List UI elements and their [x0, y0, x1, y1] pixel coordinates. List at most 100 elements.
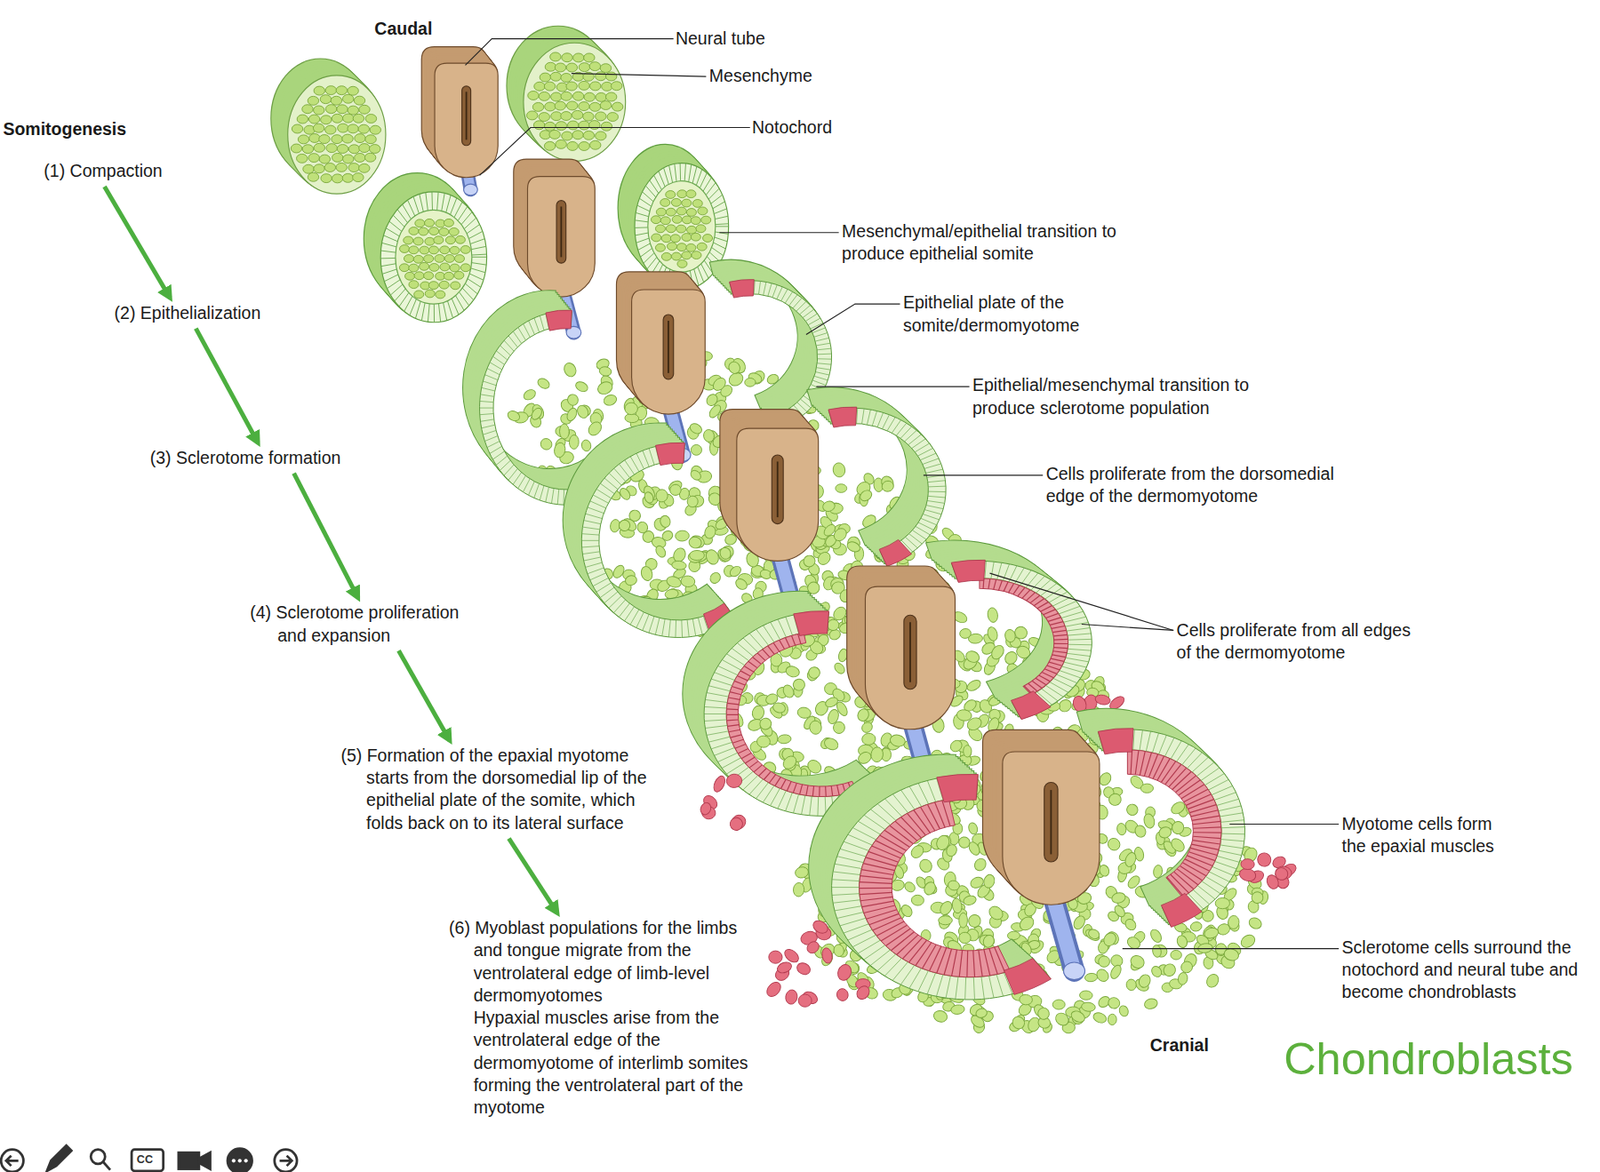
cell [320, 115, 332, 125]
cell [332, 152, 344, 162]
cell [650, 216, 661, 224]
cell [1111, 891, 1128, 905]
cell [1215, 897, 1230, 910]
cell [703, 234, 713, 243]
cell [764, 979, 784, 1000]
more-icon [244, 1159, 248, 1163]
cell [711, 774, 728, 794]
cell [921, 880, 937, 898]
cell [365, 135, 376, 144]
part-label: Mesenchyme [709, 64, 813, 88]
somite-mesenchyme [271, 59, 386, 195]
cell [544, 62, 556, 72]
cell [415, 219, 425, 228]
leader-line [571, 73, 707, 77]
cell [560, 73, 572, 83]
cell [1107, 792, 1122, 808]
cell [726, 360, 743, 376]
cell [359, 104, 370, 114]
cell [671, 198, 681, 207]
cell [1018, 994, 1032, 1007]
cell [664, 575, 682, 590]
step-text-block: (6) Myoblast populations for the limbs a… [448, 917, 768, 1008]
cell [573, 53, 584, 63]
cell [302, 104, 313, 114]
step-text-block: (1) Compaction [43, 160, 212, 183]
cell [575, 403, 591, 420]
cell [533, 120, 544, 130]
cell [816, 550, 833, 568]
cell [337, 123, 349, 133]
neural-canal [556, 200, 567, 264]
neural-canal [771, 455, 784, 525]
cell [697, 207, 708, 216]
step-arrow [399, 650, 450, 741]
neural-canal-lumen [909, 622, 912, 682]
cell [336, 104, 348, 114]
cell [1142, 813, 1156, 831]
cell [771, 701, 787, 715]
cell [369, 144, 381, 154]
cell [296, 114, 308, 124]
pencil-icon [47, 1145, 72, 1172]
proliferating-edge [793, 611, 830, 637]
cell [1148, 928, 1164, 945]
packed-cells [527, 52, 624, 151]
cell [1136, 973, 1152, 991]
neural-tube [422, 47, 498, 178]
cell [986, 607, 999, 624]
myotome-band [726, 632, 856, 797]
cell [460, 245, 471, 254]
cell [1256, 851, 1273, 869]
cell [835, 962, 854, 983]
cell [832, 944, 845, 958]
cell [1080, 1001, 1096, 1013]
cell [899, 903, 915, 920]
cell [806, 664, 823, 681]
cell [1176, 972, 1189, 986]
cell [600, 121, 612, 131]
neural-tube [847, 567, 955, 730]
proliferating-edge [1097, 728, 1134, 755]
cell [1240, 858, 1256, 871]
cell [312, 123, 324, 133]
cell [686, 190, 696, 199]
cell [565, 407, 579, 424]
cell [611, 102, 623, 112]
cell [336, 162, 347, 172]
cell [313, 164, 325, 174]
cell [405, 272, 416, 280]
cell [671, 252, 681, 261]
cell [567, 141, 578, 151]
cell [1124, 802, 1140, 818]
cell [324, 163, 336, 173]
cell [424, 272, 434, 280]
cell [1036, 1007, 1050, 1022]
cell [824, 696, 840, 710]
cell [536, 376, 552, 392]
cell [1143, 997, 1159, 1011]
cell [352, 173, 364, 183]
cell [595, 379, 615, 397]
step-text: (4) Sclerotome proliferation and expansi… [249, 598, 490, 652]
cell [1007, 931, 1020, 941]
cell [821, 500, 836, 513]
cell [424, 218, 435, 227]
step-text-block: (2) Epithelialization [114, 302, 314, 325]
cell [530, 402, 546, 421]
captions-icon [131, 1150, 164, 1172]
cell [413, 237, 424, 246]
cell [585, 419, 604, 439]
cell [665, 224, 676, 233]
cell [561, 131, 573, 141]
cell [439, 280, 449, 289]
cell [595, 92, 607, 102]
cell [589, 62, 600, 72]
cell [691, 251, 702, 260]
cell [688, 536, 704, 551]
cell [1157, 825, 1173, 840]
cell [550, 52, 561, 62]
cell [624, 402, 639, 416]
cell [1204, 972, 1221, 991]
cell [297, 135, 309, 144]
